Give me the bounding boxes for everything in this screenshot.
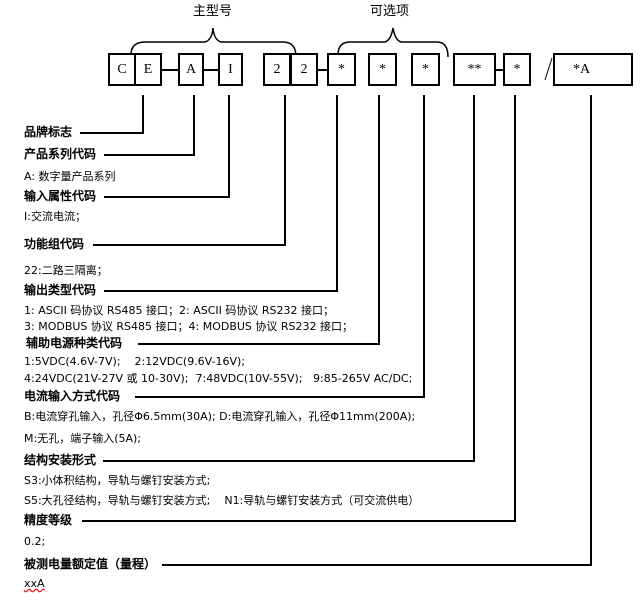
section-title-accuracy: 精度等级 xyxy=(24,513,73,527)
main-model-label: 主型号 xyxy=(193,4,233,19)
section-line: S3:小体积结构，导轨与螺钉安装方式; xyxy=(24,474,211,487)
section-line: 1: ASCII 码协议 RS485 接口；2: ASCII 码协议 RS232… xyxy=(24,304,334,317)
code-box-rated-value: *A xyxy=(553,53,633,86)
section-title-function: 功能组代码 xyxy=(24,237,85,251)
section-title-structure: 结构安装形式 xyxy=(24,453,97,467)
section-line: xxA xyxy=(24,577,45,590)
options-bracket xyxy=(337,27,449,58)
section-line: 3: MODBUS 协议 RS485 接口；4: MODBUS 协议 RS232… xyxy=(24,320,354,333)
section-title-rated-value: 被测电量额定值（量程） xyxy=(24,557,157,571)
code-box-input: I xyxy=(218,53,243,86)
code-box-function-1: 2 xyxy=(263,53,291,86)
code-box-structure: ** xyxy=(453,53,496,86)
code-box-aux-power: * xyxy=(368,53,397,86)
code-box-function-2: 2 xyxy=(290,53,318,86)
section-title-series: 产品系列代码 xyxy=(24,147,97,161)
code-box-brand-e: E xyxy=(134,53,162,86)
section-title-aux-power: 辅助电源种类代码 xyxy=(26,336,123,350)
section-line: M:无孔，端子输入(5A); xyxy=(24,432,142,445)
code-box-series: A xyxy=(178,53,204,86)
section-line: 0.2; xyxy=(24,535,46,548)
options-label: 可选项 xyxy=(370,4,410,19)
code-box-accuracy: * xyxy=(503,53,531,86)
code-box-current-input: * xyxy=(411,53,440,86)
section-title-input: 输入属性代码 xyxy=(24,189,97,203)
section-line: A: 数字量产品系列 xyxy=(24,170,116,183)
section-line: 22:二路三隔离； xyxy=(24,264,108,277)
code-box-brand-c: C xyxy=(108,53,136,86)
section-line: S5:大孔径结构，导轨与螺钉安装方式; N1:导轨与螺钉安装方式（可交流供电） xyxy=(24,494,420,507)
section-line: 4:24VDC(21V-27V 或 10-30V); 7:48VDC(10V-5… xyxy=(24,372,413,385)
section-line: 1:5VDC(4.6V-7V); 2:12VDC(9.6V-16V); xyxy=(24,355,246,368)
section-title-current-input: 电流输入方式代码 xyxy=(24,389,121,403)
section-line: B:电流穿孔输入，孔径Φ6.5mm(30A); D:电流穿孔输入，孔径Φ11mm… xyxy=(24,410,416,423)
code-box-output: * xyxy=(327,53,356,86)
section-line: I:交流电流； xyxy=(24,210,86,223)
section-title-brand: 品牌标志 xyxy=(24,125,73,139)
main-model-bracket xyxy=(130,27,297,58)
section-title-output: 输出类型代码 xyxy=(24,283,97,297)
